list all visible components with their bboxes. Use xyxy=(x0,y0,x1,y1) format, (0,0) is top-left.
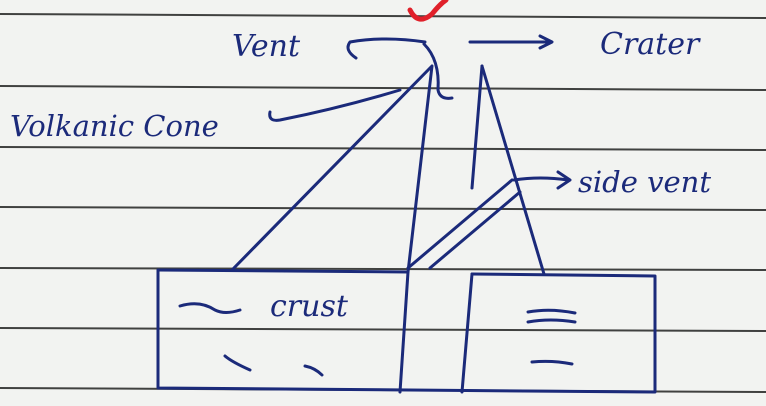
main-conduit-upper xyxy=(472,66,482,188)
crust-label: crust xyxy=(270,289,349,324)
ruled-line xyxy=(0,328,766,331)
crater-label: Crater xyxy=(600,27,701,62)
vent-label: Vent xyxy=(232,29,301,64)
side-vent-channel-lower xyxy=(408,180,512,268)
ruled-line xyxy=(0,207,766,210)
crust-wave-mark xyxy=(528,320,575,322)
side-vent-arrow xyxy=(514,172,570,188)
volcanic-cone-label: Volkanic Cone xyxy=(10,109,219,143)
side-vent-channel-upper xyxy=(430,192,520,268)
ruled-line xyxy=(0,86,766,90)
vent-arrow xyxy=(348,39,425,58)
ruled-lines xyxy=(0,14,766,392)
crust-top-edge xyxy=(158,270,408,272)
crust-wave-mark xyxy=(180,304,240,313)
conduit-right-wall xyxy=(462,274,472,392)
ruled-line xyxy=(0,147,766,150)
volcanic-cone-left xyxy=(232,66,432,272)
ruled-line xyxy=(0,14,766,18)
side-vent-label: side vent xyxy=(578,165,711,199)
conduit-left-wall xyxy=(400,272,408,392)
ruled-line xyxy=(0,268,766,270)
volcanic-cone-right xyxy=(482,66,544,274)
crust-wave-mark xyxy=(305,366,322,375)
volcanic-cone-arrow xyxy=(270,90,400,120)
crust-wave-mark xyxy=(528,310,575,313)
crust-wave-mark xyxy=(532,361,572,364)
crust-wave-mark xyxy=(225,356,250,370)
crater-arrow xyxy=(470,36,552,48)
